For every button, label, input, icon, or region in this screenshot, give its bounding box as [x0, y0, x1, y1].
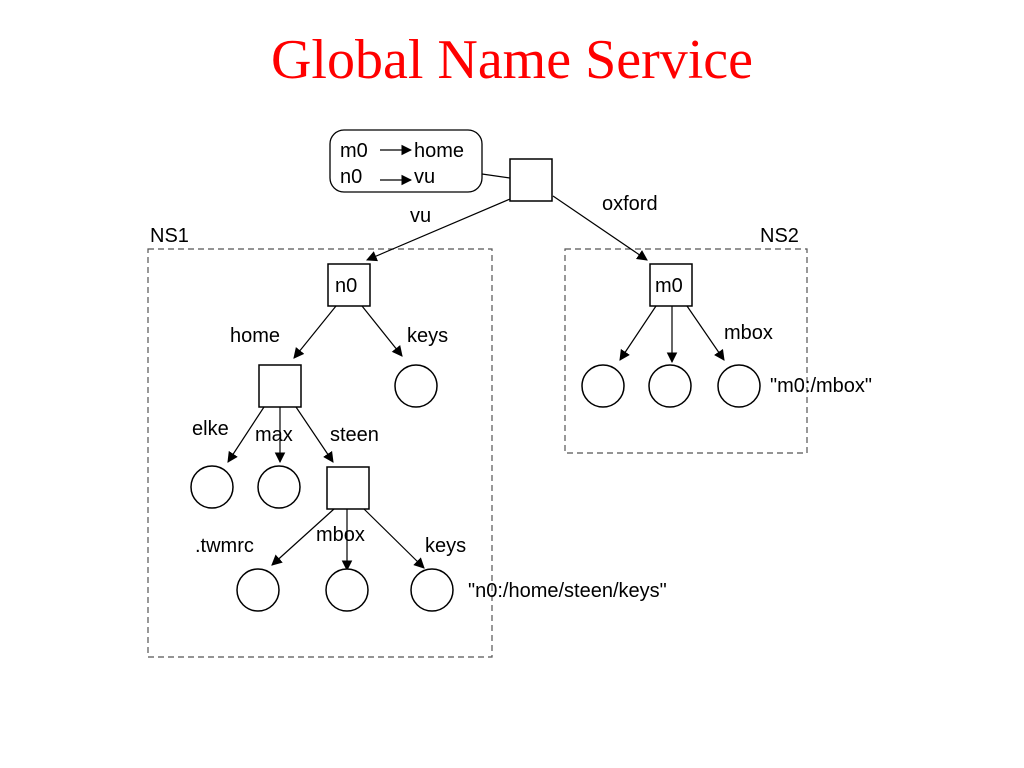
edge-label-mbox-ns2: mbox: [724, 322, 773, 344]
edge-label-home: home: [230, 325, 280, 347]
edge-steen-to-keys: [363, 508, 425, 569]
edge-home-to-elke: [227, 406, 265, 463]
edge-label-max: max: [255, 424, 293, 446]
edge-home-to-steen: [295, 406, 334, 463]
node-keys-top: [394, 364, 438, 408]
edge-label-steen: steen: [330, 424, 379, 446]
node-mbox-ns2: [717, 364, 761, 408]
edge-label-oxford: oxford: [602, 193, 658, 215]
mount-table-row-1-from: m0: [340, 140, 368, 162]
node-ns2-left: [581, 364, 625, 408]
node-mbox-ns1: [325, 568, 369, 612]
edge-label-mbox-ns1: mbox: [316, 524, 365, 546]
node-ns2-middle: [648, 364, 692, 408]
mount-table-row-2-from: n0: [340, 166, 362, 188]
edge-label-vu: vu: [410, 205, 431, 227]
namespace-ns2-label: NS2: [760, 225, 799, 247]
node-m0-label: m0: [655, 275, 683, 297]
edge-n0-to-home: [293, 305, 337, 359]
node-max: [257, 465, 301, 509]
edge-label-keys-top: keys: [407, 325, 448, 347]
mount-table: [329, 129, 483, 193]
mount-table-connector: [481, 173, 511, 179]
mount-table-row-2-to: vu: [414, 166, 435, 188]
edge-label-twmrc: .twmrc: [195, 535, 254, 557]
edge-root-to-n0: [366, 198, 511, 262]
edge-steen-to-twmrc: [271, 508, 335, 566]
mount-table-row-1-to: home: [414, 140, 464, 162]
edge-m0-to-left: [619, 305, 657, 361]
node-twmrc: [236, 568, 280, 612]
namespace-ns1-box: [147, 248, 493, 658]
edge-m0-to-mbox: [686, 305, 725, 361]
edge-label-keys-bottom: keys: [425, 535, 466, 557]
namespace-ns2-box: [564, 248, 808, 454]
node-n0-label: n0: [335, 275, 357, 297]
node-m0: [649, 263, 693, 307]
slide-title: Global Name Service: [270, 29, 754, 91]
path-annotation-ns1: "n0:/home/steen/keys": [468, 580, 667, 602]
node-home: [258, 364, 302, 408]
node-keys-bottom: [410, 568, 454, 612]
node-n0: [327, 263, 371, 307]
edge-root-to-m0: [552, 195, 648, 261]
edge-n0-to-keys: [361, 305, 403, 357]
namespace-ns1-label: NS1: [150, 225, 189, 247]
path-annotation-ns2: "m0:/mbox": [770, 375, 872, 397]
node-steen: [326, 466, 370, 510]
edge-label-elke: elke: [192, 418, 229, 440]
node-elke: [190, 465, 234, 509]
root-node: [509, 158, 553, 202]
